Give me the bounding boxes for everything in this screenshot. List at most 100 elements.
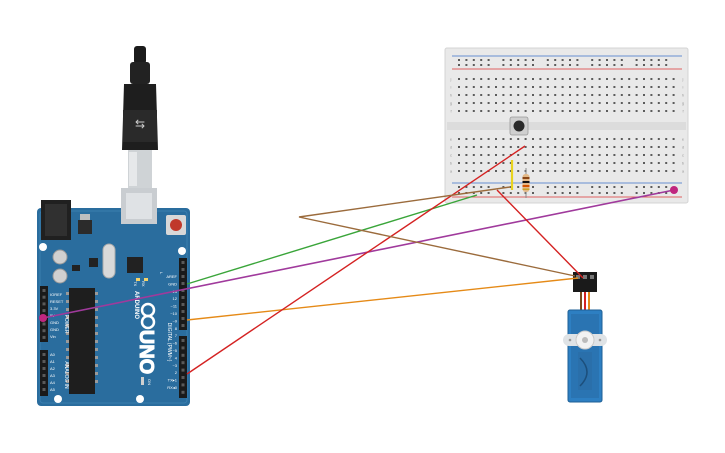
breadboard-hole xyxy=(465,94,468,96)
servo-motor[interactable] xyxy=(563,272,607,403)
wire-brown[interactable] xyxy=(298,186,576,277)
pin-label: 4 xyxy=(175,355,178,360)
breadboard-hole xyxy=(583,170,586,172)
pin-label: A0 xyxy=(50,352,56,357)
breadboard-hole xyxy=(628,102,631,104)
rx-led xyxy=(144,278,148,281)
breadboard-hole xyxy=(502,170,505,172)
wire-orange[interactable] xyxy=(186,277,579,321)
breadboard-hole xyxy=(569,94,571,96)
breadboard-hole xyxy=(554,59,557,61)
header-pin xyxy=(42,374,46,377)
pin-label: IOREF xyxy=(50,292,63,297)
breadboard-hole xyxy=(620,64,623,66)
breadboard-hole xyxy=(546,146,549,148)
breadboard-hole xyxy=(480,192,483,194)
breadboard-hole xyxy=(569,59,571,61)
breadboard-hole xyxy=(509,146,512,148)
breadboard-hole xyxy=(620,110,623,112)
breadboard-hole xyxy=(532,186,534,188)
breadboard-hole xyxy=(620,94,623,96)
breadboard-hole xyxy=(561,94,564,96)
breadboard-hole xyxy=(480,86,483,88)
breadboard-hole xyxy=(480,186,483,188)
breadboard-hole xyxy=(458,186,460,188)
wire-red-power[interactable] xyxy=(496,189,584,279)
breadboard-hole xyxy=(591,186,594,188)
breadboard-hole xyxy=(650,110,653,112)
breadboard-hole xyxy=(539,146,542,148)
breadboard-hole xyxy=(569,86,571,88)
breadboard-hole xyxy=(539,110,542,112)
row-letter: d xyxy=(682,145,684,150)
breadboard-hole xyxy=(643,186,645,188)
breadboard-hole xyxy=(657,186,660,188)
breadboard-hole xyxy=(495,94,497,96)
digital-header-high[interactable] xyxy=(179,258,187,330)
breadboard-hole xyxy=(576,146,579,148)
breadboard-hole xyxy=(672,138,675,140)
on-led xyxy=(141,377,144,385)
row-letter: h xyxy=(450,93,452,98)
usb-cable[interactable]: ⇆ xyxy=(122,46,158,188)
wire-green[interactable] xyxy=(186,194,478,285)
breadboard-hole xyxy=(561,138,564,140)
breadboard-hole xyxy=(509,162,512,164)
breadboard-hole xyxy=(532,59,534,61)
breadboard-hole xyxy=(569,64,571,66)
power-header[interactable] xyxy=(40,286,48,342)
breadboard-hole xyxy=(598,64,601,66)
breadboard-hole xyxy=(635,186,638,188)
breadboard-hole xyxy=(643,146,645,148)
wires[interactable] xyxy=(39,145,678,375)
header-pin xyxy=(42,335,46,339)
breadboard-hole xyxy=(554,64,557,66)
digital-header-low[interactable] xyxy=(179,336,187,398)
breadboard-hole xyxy=(532,138,534,140)
breadboard-hole xyxy=(606,186,608,188)
header-pin xyxy=(181,361,185,365)
wire-purple[interactable] xyxy=(42,189,675,319)
breadboard-hole xyxy=(517,154,520,156)
breadboard-hole xyxy=(487,162,490,164)
breadboard-hole xyxy=(502,154,505,156)
breadboard-hole xyxy=(657,154,660,156)
push-button[interactable] xyxy=(509,116,529,136)
breadboard-hole xyxy=(487,154,490,156)
resistor[interactable] xyxy=(522,168,530,198)
breadboard-hole xyxy=(657,102,660,104)
breadboard-hole xyxy=(472,59,475,61)
breadboard-hole xyxy=(583,102,586,104)
header-pin xyxy=(42,367,46,370)
breadboard-hole xyxy=(672,94,675,96)
breadboard-hole xyxy=(502,162,505,164)
wire-red-signal[interactable] xyxy=(186,145,526,375)
on-label: ON xyxy=(147,379,152,385)
wire-endpoint-purple-breadboard[interactable] xyxy=(670,186,678,194)
breadboard-hole xyxy=(472,154,475,156)
breadboard-hole xyxy=(665,162,668,164)
row-letter: f xyxy=(682,109,684,114)
breadboard-hole xyxy=(502,186,505,188)
breadboard-hole xyxy=(606,170,608,172)
breadboard-hole xyxy=(539,170,542,172)
breadboard-hole xyxy=(613,94,616,96)
analog-header[interactable] xyxy=(40,350,48,396)
breadboard-hole xyxy=(635,86,638,88)
breadboard-hole xyxy=(495,138,497,140)
wire-endpoint-purple-board[interactable] xyxy=(39,314,47,322)
breadboard-hole xyxy=(465,86,468,88)
breadboard-hole xyxy=(472,110,475,112)
breadboard-hole xyxy=(465,186,468,188)
breadboard-hole xyxy=(606,59,608,61)
breadboard-hole xyxy=(458,78,460,80)
breadboard-hole xyxy=(539,102,542,104)
breadboard-hole xyxy=(554,162,557,164)
breadboard-hole xyxy=(487,86,490,88)
breadboard-hole xyxy=(502,146,505,148)
breadboard-hole xyxy=(665,94,668,96)
breadboard-hole xyxy=(613,186,616,188)
